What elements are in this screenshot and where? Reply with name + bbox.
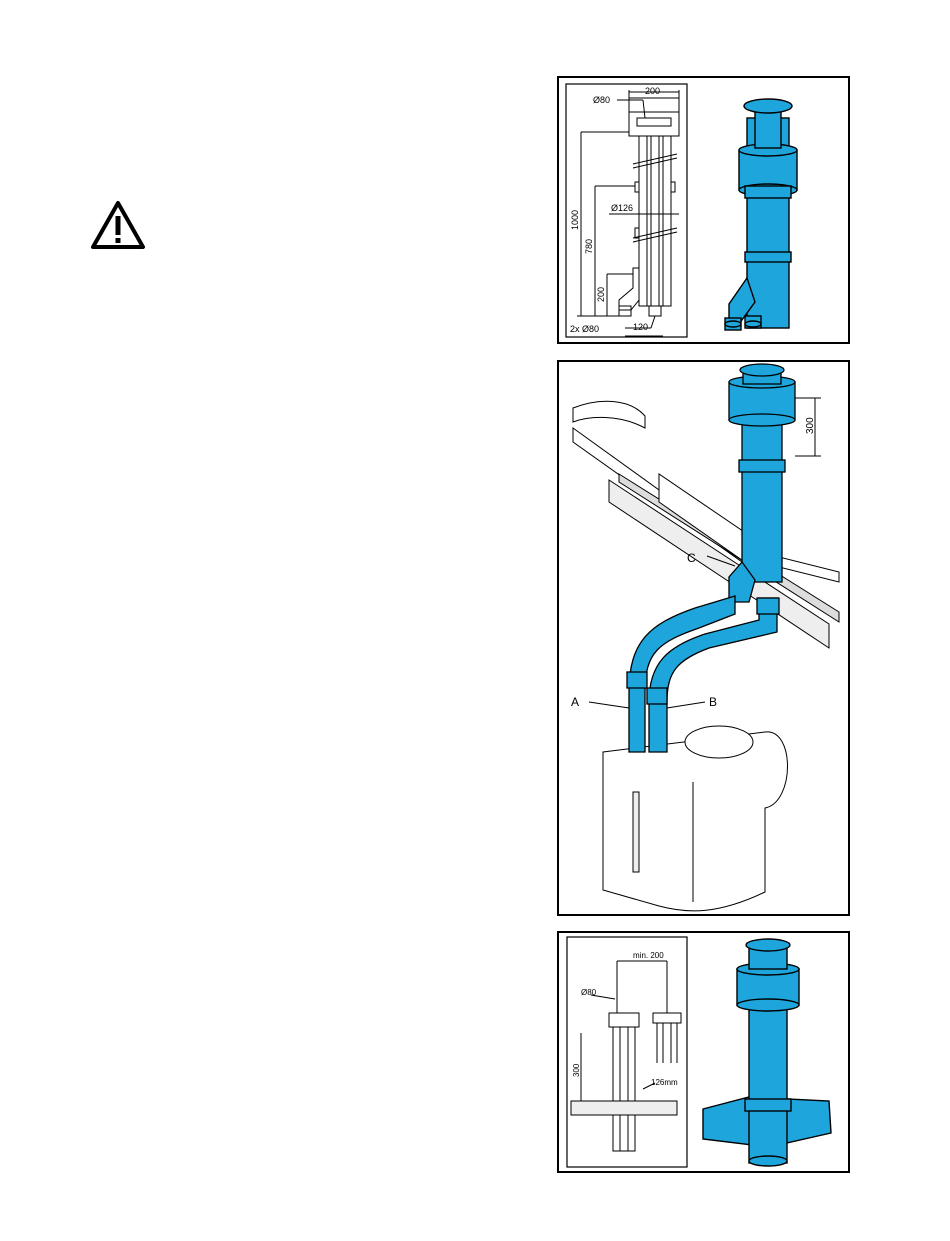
flue-kit-illustration xyxy=(725,99,797,330)
label-b: B xyxy=(709,695,717,709)
top-figure: 200 Ø80 Ø126 1000 780 200 2x Ø80 120 xyxy=(559,78,848,342)
dim-height-mid-label: 780 xyxy=(584,239,594,254)
boiler-illustration xyxy=(603,726,788,911)
warning-triangle-icon xyxy=(90,200,146,250)
dim-top-diameter-label: Ø80 xyxy=(593,95,610,105)
technical-drawing xyxy=(577,90,679,336)
dim-pipe-label: 126mm xyxy=(651,1078,678,1087)
technical-drawing-frame xyxy=(567,937,687,1167)
dim-height-label: 300 xyxy=(572,1063,581,1077)
dim-terminal-height-label: 300 xyxy=(805,417,816,434)
label-a: A xyxy=(571,695,579,709)
label-c: C xyxy=(687,551,696,565)
roof-terminal-illustration xyxy=(703,939,831,1166)
dim-width-label: 200 xyxy=(645,86,660,96)
installation-figure: 300 C A B xyxy=(559,362,848,914)
dim-height-total-label: 1000 xyxy=(570,210,580,230)
dim-min-distance-label: min. 200 xyxy=(633,951,664,960)
dim-outlet-spacing-label: 120 xyxy=(633,322,648,332)
bottom-figure-panel: min. 200 Ø80 300 126mm xyxy=(557,931,850,1173)
dim-height-low-label: 200 xyxy=(596,287,606,302)
top-figure-panel: 200 Ø80 Ø126 1000 780 200 2x Ø80 120 xyxy=(557,76,850,344)
roof-terminal-figure: min. 200 Ø80 300 126mm xyxy=(559,933,848,1171)
dim-top-diameter-label: Ø80 xyxy=(581,988,597,997)
dim-pipe-diameter-label: Ø126 xyxy=(611,203,633,213)
middle-figure-panel: 300 C A B xyxy=(557,360,850,916)
dim-outlets-label: 2x Ø80 xyxy=(570,324,599,334)
